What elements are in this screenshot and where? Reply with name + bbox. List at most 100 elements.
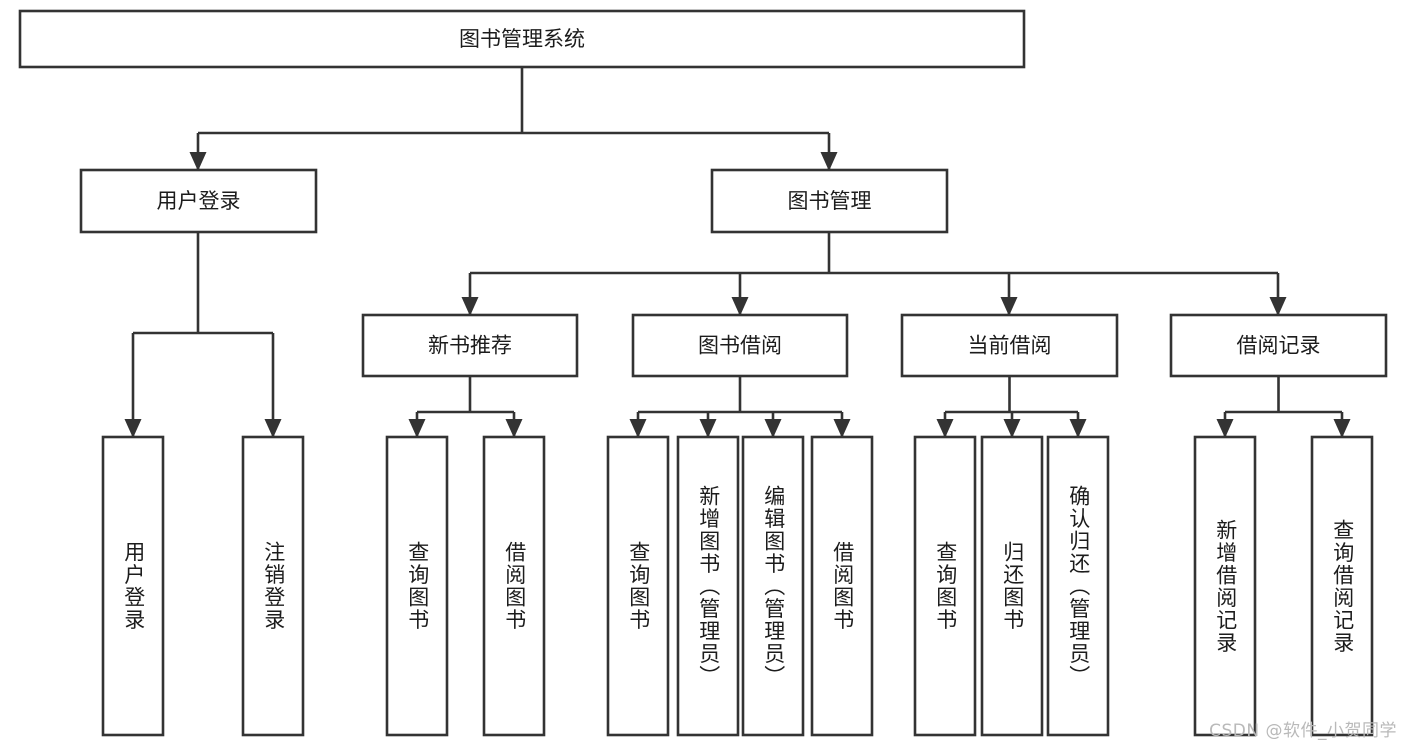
node-leaf-user-logout[interactable]: 注销登录	[241, 435, 305, 737]
node-leaf-user-login[interactable]: 用户登录	[101, 435, 165, 737]
node-box-leaf-add-book-admin	[676, 435, 740, 737]
node-leaf-borrow-book[interactable]: 借阅图书	[810, 435, 874, 737]
node-box-leaf-add-borrow-record	[1193, 435, 1257, 737]
node-label-leaf-query-borrow-record: 查询借阅记录	[1330, 518, 1355, 654]
node-label-wrap-leaf-query-book-current: 查询图书	[916, 438, 974, 734]
node-label-leaf-query-book-new: 查询图书	[405, 541, 430, 631]
node-book-manage[interactable]: 图书管理	[710, 168, 949, 234]
node-label-borrow-record: 借阅记录	[1237, 334, 1321, 358]
node-current-borrow[interactable]: 当前借阅	[900, 313, 1119, 378]
node-new-book-recommend[interactable]: 新书推荐	[361, 313, 579, 378]
node-leaf-confirm-return-admin[interactable]: 确认归还（管理员）	[1046, 435, 1110, 737]
arrow-head-icon	[731, 297, 749, 316]
arrow-head-icon	[629, 419, 647, 438]
arrow-head-icon	[764, 419, 782, 438]
vertical-text-holder: 确认归还（管理员）	[1049, 438, 1107, 734]
arrow-head-icon	[1216, 419, 1234, 438]
node-label-book-manage: 图书管理	[788, 189, 872, 213]
node-leaf-edit-book-admin[interactable]: 编辑图书（管理员）	[741, 435, 805, 737]
vertical-text-holder: 查询图书	[609, 438, 667, 734]
node-box-leaf-query-book-current	[913, 435, 977, 737]
node-box-leaf-edit-book-admin	[741, 435, 805, 737]
node-leaf-query-book-current[interactable]: 查询图书	[913, 435, 977, 737]
node-layer: 图书管理系统用户登录图书管理新书推荐图书借阅当前借阅借阅记录用户登录注销登录查询…	[18, 9, 1388, 737]
node-label-leaf-return-book: 归还图书	[1000, 541, 1025, 631]
node-label-wrap-leaf-confirm-return-admin: 确认归还（管理员）	[1049, 438, 1107, 734]
node-label-leaf-confirm-return-admin: 确认归还（管理员）	[1066, 484, 1091, 688]
node-book-borrow[interactable]: 图书借阅	[631, 313, 849, 378]
node-box-leaf-borrow-book-new	[482, 435, 546, 737]
node-box-user-login	[79, 168, 318, 234]
node-box-leaf-query-book-borrow	[606, 435, 670, 737]
node-box-new-book-recommend	[361, 313, 579, 378]
vertical-text-holder: 用户登录	[104, 438, 162, 734]
arrow-head-icon	[461, 297, 479, 316]
node-label-leaf-user-login: 用户登录	[121, 541, 146, 631]
node-box-leaf-query-borrow-record	[1310, 435, 1374, 737]
vertical-text-holder: 新增图书（管理员）	[679, 438, 737, 734]
node-box-leaf-borrow-book	[810, 435, 874, 737]
node-label-new-book-recommend: 新书推荐	[428, 334, 512, 358]
node-label-leaf-query-book-current: 查询图书	[933, 541, 958, 631]
node-label-wrap-leaf-add-borrow-record: 新增借阅记录	[1196, 438, 1254, 734]
node-box-root	[18, 9, 1026, 69]
node-box-borrow-record	[1169, 313, 1388, 378]
node-leaf-borrow-book-new[interactable]: 借阅图书	[482, 435, 546, 737]
vertical-text-holder: 查询借阅记录	[1313, 438, 1371, 734]
node-box-leaf-user-logout	[241, 435, 305, 737]
node-label-wrap-leaf-query-book-new: 查询图书	[388, 438, 446, 734]
node-leaf-query-book-new[interactable]: 查询图书	[385, 435, 449, 737]
node-label-leaf-user-logout: 注销登录	[261, 541, 286, 631]
arrow-head-icon	[699, 419, 717, 438]
node-user-login[interactable]: 用户登录	[79, 168, 318, 234]
arrow-head-icon	[1269, 297, 1287, 316]
node-label-root: 图书管理系统	[459, 27, 585, 51]
connector-layer	[124, 67, 1351, 438]
node-label-leaf-borrow-book-new: 借阅图书	[502, 541, 527, 631]
arrow-head-icon	[1333, 419, 1351, 438]
vertical-text-holder: 查询图书	[916, 438, 974, 734]
node-box-book-borrow	[631, 313, 849, 378]
node-label-leaf-borrow-book: 借阅图书	[830, 541, 855, 631]
node-label-wrap-leaf-user-login: 用户登录	[104, 438, 162, 734]
node-leaf-add-borrow-record[interactable]: 新增借阅记录	[1193, 435, 1257, 737]
arrow-head-icon	[408, 419, 426, 438]
node-label-leaf-add-book-admin: 新增图书（管理员）	[696, 484, 721, 688]
node-label-wrap-leaf-borrow-book-new: 借阅图书	[485, 438, 543, 734]
node-box-leaf-user-login	[101, 435, 165, 737]
arrow-head-icon	[1069, 419, 1087, 438]
arrow-head-icon	[189, 152, 207, 171]
node-label-wrap-leaf-user-logout: 注销登录	[244, 438, 302, 734]
node-borrow-record[interactable]: 借阅记录	[1169, 313, 1388, 378]
node-leaf-query-borrow-record[interactable]: 查询借阅记录	[1310, 435, 1374, 737]
node-label-leaf-query-book-borrow: 查询图书	[626, 541, 651, 631]
node-label-wrap-leaf-return-book: 归还图书	[983, 438, 1041, 734]
node-label-book-borrow: 图书借阅	[698, 334, 782, 358]
node-root[interactable]: 图书管理系统	[18, 9, 1026, 69]
node-box-current-borrow	[900, 313, 1119, 378]
arrow-head-icon	[505, 419, 523, 438]
node-label-wrap-leaf-query-book-borrow: 查询图书	[609, 438, 667, 734]
node-box-leaf-confirm-return-admin	[1046, 435, 1110, 737]
vertical-text-holder: 编辑图书（管理员）	[744, 438, 802, 734]
node-label-leaf-add-borrow-record: 新增借阅记录	[1213, 518, 1238, 654]
arrow-head-icon	[833, 419, 851, 438]
vertical-text-holder: 注销登录	[244, 438, 302, 734]
node-label-current-borrow: 当前借阅	[968, 334, 1052, 358]
node-leaf-add-book-admin[interactable]: 新增图书（管理员）	[676, 435, 740, 737]
vertical-text-holder: 查询图书	[388, 438, 446, 734]
node-leaf-return-book[interactable]: 归还图书	[980, 435, 1044, 737]
node-leaf-query-book-borrow[interactable]: 查询图书	[606, 435, 670, 737]
arrow-head-icon	[264, 419, 282, 438]
node-label-wrap-leaf-borrow-book: 借阅图书	[830, 541, 855, 631]
node-label-wrap-leaf-query-borrow-record: 查询借阅记录	[1313, 438, 1371, 734]
vertical-text-holder: 借阅图书	[485, 438, 543, 734]
vertical-text-holder: 归还图书	[983, 438, 1041, 734]
node-box-leaf-query-book-new	[385, 435, 449, 737]
arrow-head-icon	[820, 152, 838, 171]
node-label-leaf-edit-book-admin: 编辑图书（管理员）	[761, 484, 786, 688]
vertical-text-holder: 新增借阅记录	[1196, 438, 1254, 734]
node-label-wrap-leaf-add-book-admin: 新增图书（管理员）	[679, 438, 737, 734]
